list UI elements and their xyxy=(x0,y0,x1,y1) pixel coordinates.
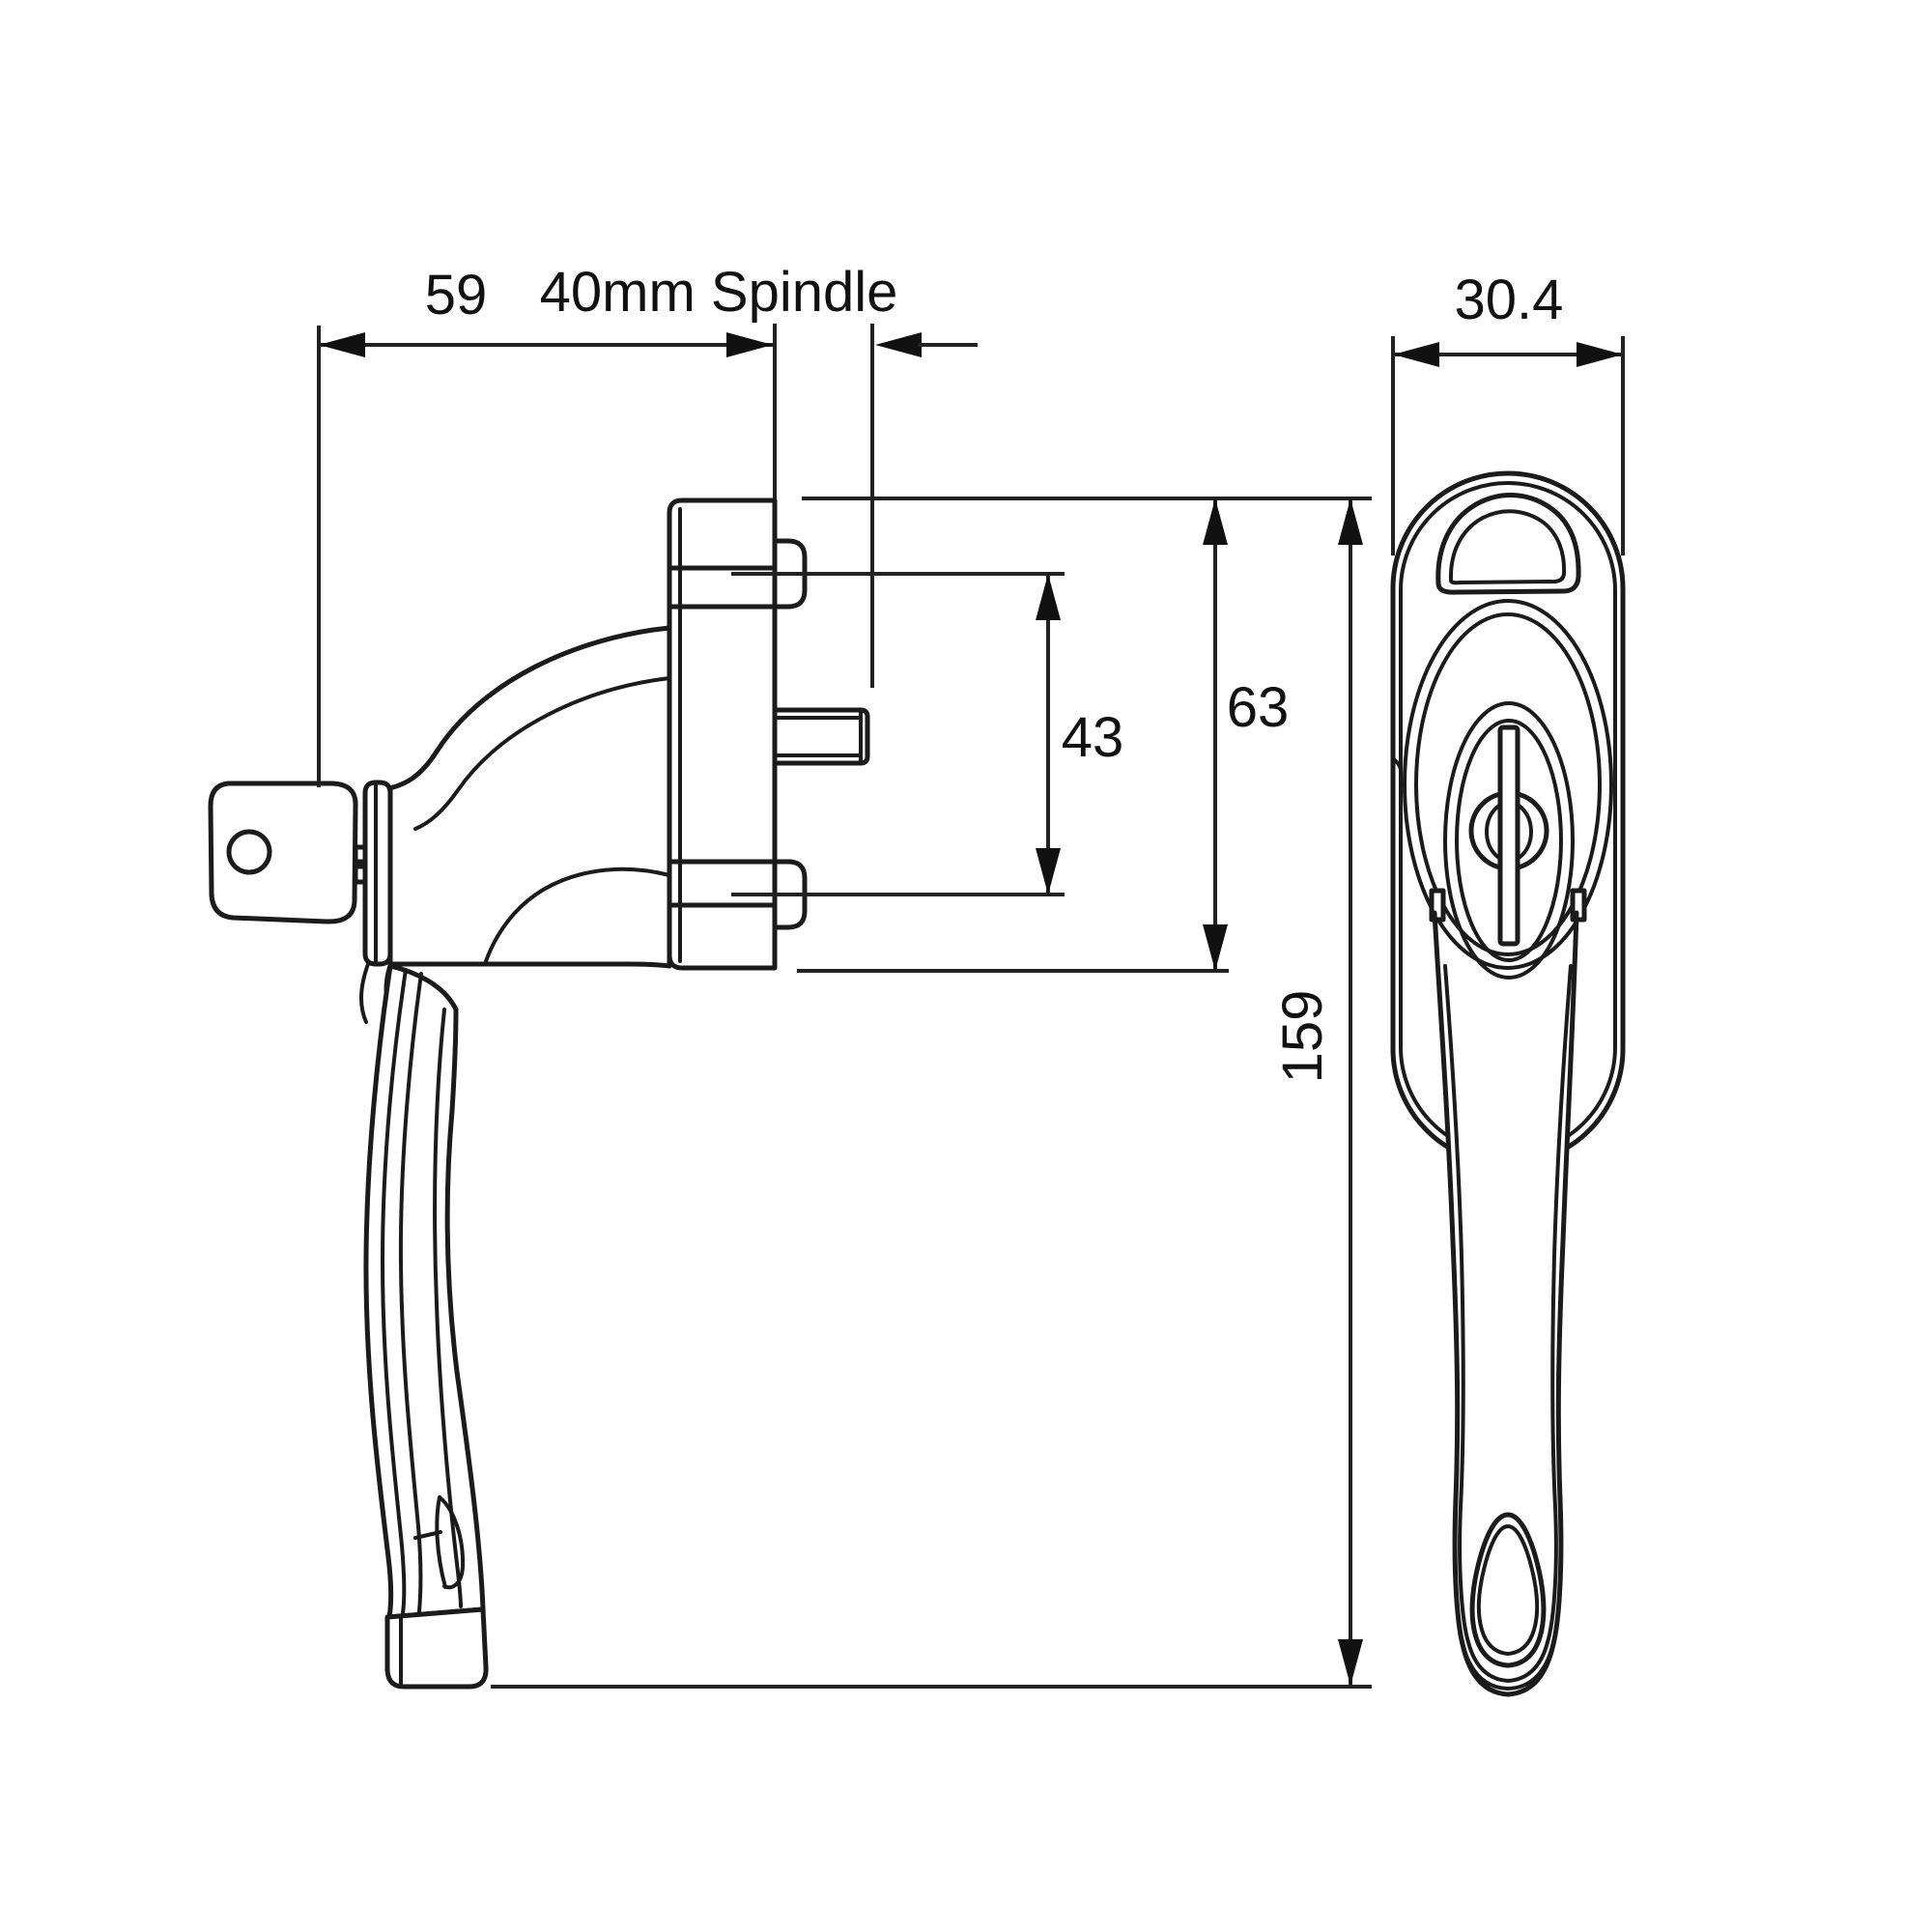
dim-30-label: 30.4 xyxy=(1455,269,1564,331)
key-cylinder-outer xyxy=(1443,701,1575,980)
side-profile-view xyxy=(208,497,870,1690)
dim-30-arrow-right xyxy=(1577,342,1623,367)
lever-fill xyxy=(1435,908,1577,1694)
arm-contour-lower xyxy=(483,867,671,966)
grip-tip-hook-inner xyxy=(435,1495,447,1589)
handle-base-oval-inner xyxy=(1414,612,1602,956)
grip-end-cap xyxy=(384,1606,489,1690)
arm-contour-upper xyxy=(413,676,671,831)
dim-63-arrow-bottom xyxy=(1203,924,1228,971)
dim-43-arrow-top xyxy=(1036,574,1061,620)
dim-43-arrow-bottom xyxy=(1036,848,1061,895)
grip-contour-1 xyxy=(381,968,408,1615)
dim-30-arrow-left xyxy=(1393,342,1439,367)
grip-tip-hook-outer xyxy=(438,1495,466,1590)
backplate-side-tick xyxy=(1392,757,1403,771)
dim-43-label: 43 xyxy=(1062,706,1124,769)
lock-housing-skirt-left xyxy=(359,962,370,1024)
key-slot xyxy=(1497,724,1520,947)
handle-base-oval-outer xyxy=(1403,599,1613,970)
thumb-recess-inner xyxy=(1448,509,1567,585)
backplate-side xyxy=(667,497,778,971)
lever-bottom-mid-arc xyxy=(1462,1645,1554,1690)
dim-spindle-label: 40mm Spindle xyxy=(540,261,898,324)
dim-63-arrow-top xyxy=(1203,498,1228,545)
dim-159-arrow-top xyxy=(1338,498,1363,545)
lever-teardrop-outer xyxy=(1469,1512,1547,1668)
dim-159-label: 159 xyxy=(1271,990,1334,1084)
lever-contour-inner xyxy=(1443,964,1573,1683)
dim-59-label: 59 xyxy=(425,264,488,327)
dim-spindle-arrow xyxy=(875,332,922,357)
key-head xyxy=(208,781,358,924)
dim-63-label: 63 xyxy=(1227,676,1290,739)
handle-grip xyxy=(363,963,486,1620)
grip-contour-2 xyxy=(398,972,423,1613)
lever-outline xyxy=(1432,910,1579,1697)
key-cylinder-inner xyxy=(1455,719,1563,962)
dim-159-arrow-bottom xyxy=(1338,1639,1363,1686)
dim-59-arrow-left xyxy=(319,332,365,357)
dim-59-arrow-right xyxy=(726,332,773,357)
thumb-recess-outer xyxy=(1435,493,1581,595)
dimension-annotations: 59 40mm Spindle 30.4 43 63 xyxy=(317,261,1625,1689)
key-hole xyxy=(226,829,272,875)
front-view xyxy=(1390,470,1626,1697)
grip-contour-right xyxy=(433,1008,463,1608)
lever-teardrop-inner xyxy=(1476,1524,1540,1656)
handle-arm xyxy=(387,625,672,969)
